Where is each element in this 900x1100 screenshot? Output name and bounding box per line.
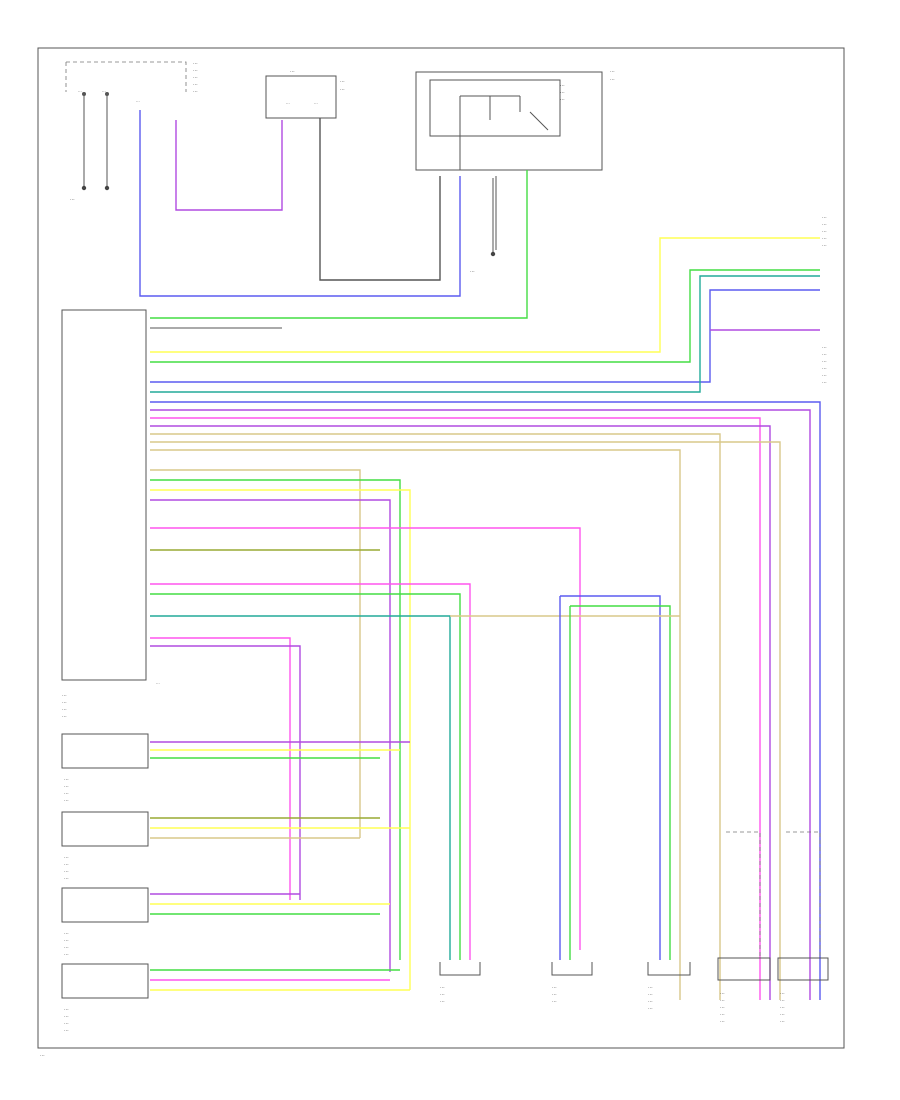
svg-text:...: ... <box>440 991 445 997</box>
label-line: ... <box>193 81 198 87</box>
svg-text:...: ... <box>780 997 785 1003</box>
pin-label: ... <box>102 88 106 93</box>
label-line: ... <box>193 74 198 80</box>
label-line: ... <box>193 67 198 73</box>
svg-text:...: ... <box>552 991 557 997</box>
top-wires <box>139 110 528 319</box>
svg-text:...: ... <box>648 1005 653 1011</box>
svg-text:...: ... <box>64 1013 69 1019</box>
sensor-front-right: ... ... ... ... <box>61 733 410 803</box>
svg-text:...: ... <box>64 944 69 950</box>
svg-text:...: ... <box>552 984 557 990</box>
top-center-component: ... ... ... ... ... <box>265 68 345 119</box>
damper-right-rear: ... ... ... <box>439 962 481 1004</box>
horizontal-bus <box>150 237 821 1000</box>
svg-text:...: ... <box>64 797 69 803</box>
svg-text:...: ... <box>64 930 69 936</box>
label-line: ... <box>62 699 67 705</box>
svg-text:...: ... <box>552 998 557 1004</box>
ground-label: ... <box>70 196 75 202</box>
top-right-component: ... ... ... ... ... ... <box>415 68 615 274</box>
right-labels: ... ... ... ... ... ... ... ... ... ... … <box>822 214 827 385</box>
label-line: ... <box>62 706 67 712</box>
svg-text:...: ... <box>720 1011 725 1017</box>
sensor-front-left: ... ... ... ... <box>61 811 410 881</box>
diagram-frame <box>37 47 845 1049</box>
svg-text:...: ... <box>720 1004 725 1010</box>
main-module: ... ... ... ... ... <box>61 309 160 719</box>
svg-text:...: ... <box>720 997 725 1003</box>
label-line: ... <box>610 68 615 74</box>
svg-text:...: ... <box>64 937 69 943</box>
svg-text:...: ... <box>64 861 69 867</box>
svg-text:...: ... <box>720 1018 725 1024</box>
svg-text:...: ... <box>64 776 69 782</box>
svg-text:...: ... <box>822 228 827 234</box>
damper-right-front: ... ... ... ... <box>647 962 691 1011</box>
label-line: ... <box>560 89 565 95</box>
svg-text:...: ... <box>780 1018 785 1024</box>
svg-text:...: ... <box>822 358 827 364</box>
svg-text:...: ... <box>440 984 445 990</box>
label-line: ... <box>193 60 198 66</box>
ground-label: ... <box>470 268 475 274</box>
label-line: ... <box>62 713 67 719</box>
svg-text:...: ... <box>822 242 827 248</box>
pin-label: ... <box>286 100 290 105</box>
svg-text:...: ... <box>780 1011 785 1017</box>
pin-label: ... <box>314 100 318 105</box>
svg-text:...: ... <box>440 998 445 1004</box>
valve-right: ... ... ... ... ... <box>717 957 771 1024</box>
svg-text:...: ... <box>822 344 827 350</box>
label-line: ... <box>560 82 565 88</box>
svg-text:...: ... <box>648 998 653 1004</box>
connector-label: ... <box>156 680 160 685</box>
svg-text:...: ... <box>64 1006 69 1012</box>
label-line: ... <box>193 88 198 94</box>
pin-label: ... <box>78 88 82 93</box>
svg-text:...: ... <box>64 1020 69 1026</box>
svg-text:...: ... <box>822 221 827 227</box>
svg-text:...: ... <box>822 351 827 357</box>
svg-text:...: ... <box>64 790 69 796</box>
sensor-rear-right: ... ... ... ... <box>61 963 410 1033</box>
svg-text:...: ... <box>64 854 69 860</box>
svg-text:...: ... <box>822 214 827 220</box>
svg-text:...: ... <box>822 379 827 385</box>
label-line: ... <box>560 96 565 102</box>
svg-text:...: ... <box>64 868 69 874</box>
svg-text:...: ... <box>720 990 725 996</box>
svg-text:...: ... <box>64 875 69 881</box>
top-left-component: ... ... ... ... ... ... ... ... ... <box>65 60 198 202</box>
valve-right-dashed <box>726 831 761 958</box>
label-line: ... <box>610 76 615 82</box>
label-line: ... <box>290 68 295 74</box>
svg-text:...: ... <box>64 1027 69 1033</box>
svg-text:...: ... <box>648 991 653 997</box>
footer-code: ... <box>40 1052 45 1058</box>
svg-text:...: ... <box>822 365 827 371</box>
svg-text:...: ... <box>64 951 69 957</box>
damper-left-rear: ... ... ... <box>551 962 593 1004</box>
svg-text:...: ... <box>64 783 69 789</box>
sensor-rear-left: ... ... ... ... <box>61 887 390 957</box>
svg-text:...: ... <box>780 990 785 996</box>
label-line: ... <box>62 692 67 698</box>
valve-left-dashed <box>786 831 821 958</box>
label-line: ... <box>340 78 345 84</box>
label-line: ... <box>340 86 345 92</box>
valve-left: ... ... ... ... ... <box>777 957 829 1024</box>
svg-text:...: ... <box>822 235 827 241</box>
svg-text:...: ... <box>780 1004 785 1010</box>
svg-text:...: ... <box>822 372 827 378</box>
svg-text:...: ... <box>648 984 653 990</box>
pin-label: ... <box>136 98 140 103</box>
